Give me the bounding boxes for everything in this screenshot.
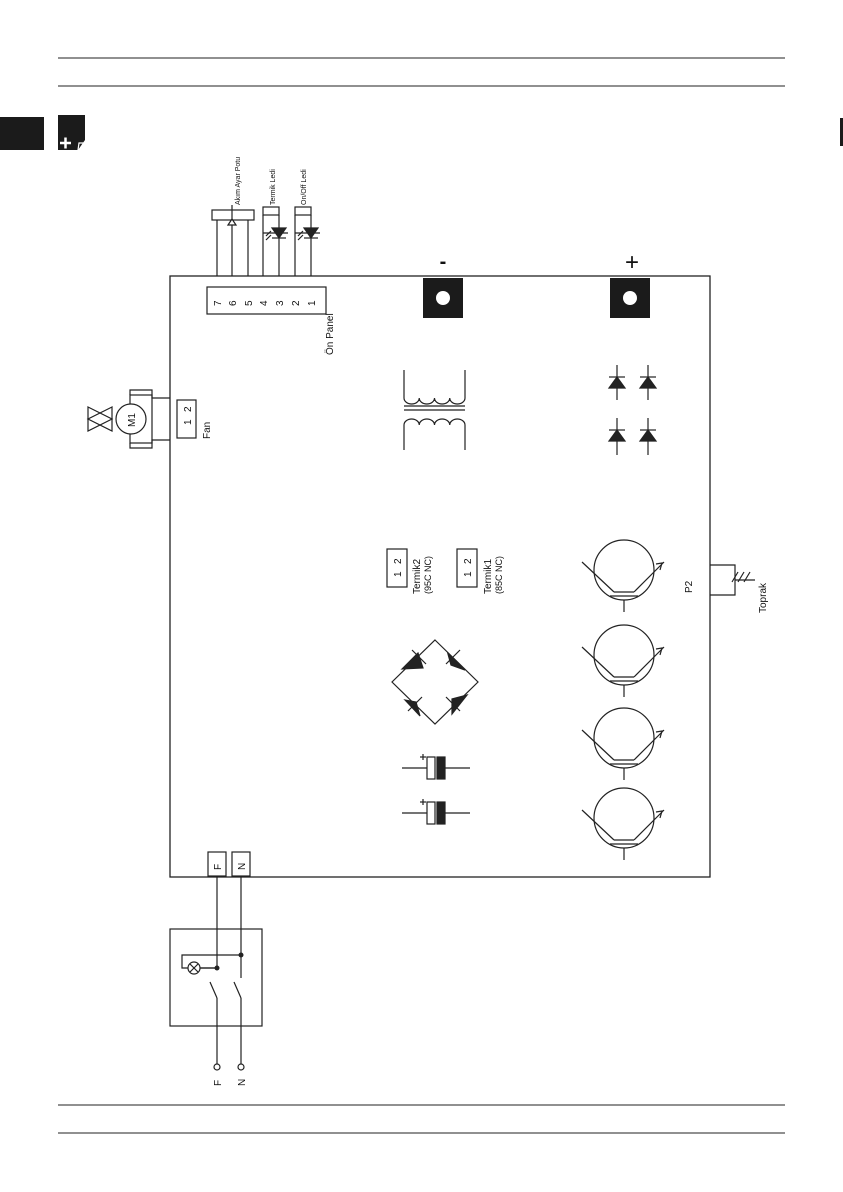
front-panel-pins: 7 6 5 4 3 2 1 bbox=[213, 300, 318, 306]
input-phase-label: F bbox=[213, 1080, 224, 1086]
plus-tab-icon bbox=[58, 115, 85, 150]
diode-symbol bbox=[609, 418, 625, 455]
diode-symbol bbox=[609, 365, 625, 400]
thermal2-connector: 1 2 bbox=[387, 549, 407, 587]
fan-connector: 1 2 bbox=[177, 400, 196, 438]
pin-number: 1 bbox=[393, 571, 404, 577]
thermal1-label: Termik1 bbox=[483, 559, 494, 594]
diode-symbol bbox=[640, 418, 656, 455]
transistor-symbol bbox=[582, 788, 664, 860]
fan-label: Fan bbox=[202, 422, 213, 439]
pin-2: 2 bbox=[291, 300, 302, 306]
pin-number: 1 bbox=[183, 419, 194, 425]
pin-number: 2 bbox=[393, 558, 404, 564]
thermal1-connector: 1 2 bbox=[457, 549, 477, 587]
onoff-led-symbol bbox=[295, 207, 320, 240]
thermal-led-symbol bbox=[263, 207, 288, 240]
thermal2-sublabel: (95C NC) bbox=[423, 556, 433, 594]
motor-label: M1 bbox=[127, 413, 138, 427]
mains-input-leads bbox=[214, 1026, 244, 1070]
pin-1: 1 bbox=[307, 300, 318, 306]
transistor-symbol bbox=[582, 708, 664, 780]
transistor-symbol bbox=[582, 625, 664, 697]
pin-5: 5 bbox=[244, 300, 255, 306]
ground-connector-label: P2 bbox=[684, 580, 695, 593]
onoff-led-label: On/Off Ledi bbox=[301, 169, 308, 205]
main-switch-symbol bbox=[170, 929, 262, 1026]
capacitor-symbol bbox=[402, 754, 470, 779]
pin-3: 3 bbox=[275, 300, 286, 306]
plus-label: + bbox=[625, 249, 639, 276]
plus-terminal bbox=[610, 278, 650, 318]
pin-6: 6 bbox=[228, 300, 239, 306]
current-pot-label: Akım Ayar Potu bbox=[235, 157, 242, 205]
input-neutral-label: N bbox=[237, 1079, 248, 1086]
thermal2-label: Termik2 bbox=[412, 559, 423, 594]
output-diodes bbox=[609, 365, 656, 455]
terminal-phase-label: F bbox=[213, 864, 224, 870]
front-panel-label: Ön Panel bbox=[324, 313, 336, 355]
minus-terminal bbox=[423, 278, 463, 318]
ground-label: Toprak bbox=[758, 582, 769, 613]
thermal-led-label: Termik Ledi bbox=[270, 169, 277, 205]
pin-number: 2 bbox=[183, 406, 194, 412]
page-rules bbox=[58, 58, 785, 1133]
pin-number: 2 bbox=[463, 558, 474, 564]
thermal1-sublabel: (85C NC) bbox=[494, 556, 504, 594]
terminal-neutral-label: N bbox=[237, 863, 248, 870]
transistor-symbol bbox=[582, 540, 664, 612]
section-tab bbox=[0, 117, 44, 150]
transformer-symbol bbox=[404, 370, 465, 450]
ground-connector bbox=[710, 565, 755, 595]
diode-symbol bbox=[640, 365, 656, 400]
pin-number: 1 bbox=[463, 571, 474, 577]
main-board bbox=[170, 276, 710, 877]
pin-7: 7 bbox=[213, 300, 224, 306]
minus-label: - bbox=[440, 251, 447, 273]
pin-4: 4 bbox=[259, 300, 270, 306]
bridge-rectifier-symbol bbox=[392, 640, 478, 724]
capacitor-symbol bbox=[402, 799, 470, 824]
